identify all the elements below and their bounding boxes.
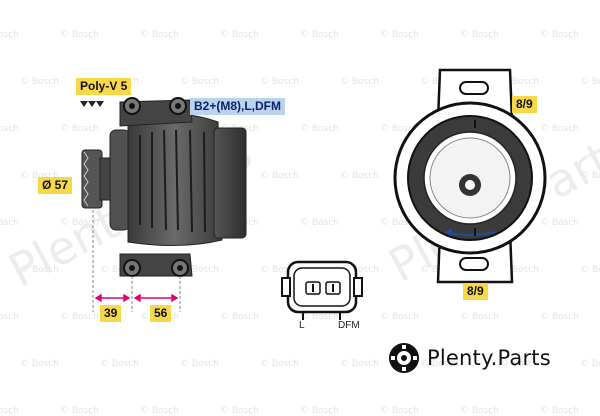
watermark-text: © Bosch (340, 77, 379, 87)
connector-plug (281, 260, 363, 320)
watermark-text: © Bosch (220, 30, 259, 40)
watermark-text: © Bosch (100, 265, 139, 275)
watermark-text: © Bosch (0, 124, 19, 134)
watermark-text: © Bosch (540, 218, 579, 228)
connection-label: B2+(M8),L,DFM (190, 98, 285, 115)
watermark-text: © Bosch (380, 218, 419, 228)
belt-symbol (80, 101, 104, 107)
watermark-text: © Bosch (300, 30, 339, 40)
watermark-text: © Bosch (300, 406, 339, 416)
watermark-text: © Bosch (460, 406, 499, 416)
watermark-text: © Bosch (540, 124, 579, 134)
watermark-text: © Bosch (260, 359, 299, 369)
brand-name: Plenty.Parts (427, 346, 551, 370)
watermark-text: © Bosch (580, 171, 600, 181)
watermark-text: © Bosch (580, 359, 600, 369)
watermark-text: © Bosch (60, 312, 99, 322)
watermark-text: © Bosch (340, 171, 379, 181)
alternator-side-view (81, 97, 247, 277)
front-housing (109, 129, 131, 231)
watermark-text: © Bosch (20, 171, 59, 181)
watermark-text: © Bosch (60, 124, 99, 134)
watermark-text: © Bosch (20, 265, 59, 275)
watermark-text: © Bosch (500, 265, 539, 275)
cooling-slots (139, 129, 206, 233)
angle-bottom-label: 8/9 (463, 283, 488, 300)
watermark-text: © Bosch (260, 77, 299, 87)
main-body (127, 113, 223, 247)
plug-pin-l-label: L (299, 320, 305, 331)
belt-label: Poly-V 5 (76, 78, 132, 95)
pulley (81, 149, 111, 209)
pulley-diameter-label: Ø 57 (38, 177, 73, 194)
watermark-text: © Bosch (20, 359, 59, 369)
watermark-text: © Bosch (140, 30, 179, 40)
plug-pin-dfm-label: DFM (338, 320, 360, 331)
watermark-text: © Bosch (60, 30, 99, 40)
watermark-text: © Bosch (340, 265, 379, 275)
watermark-text: © Bosch (420, 359, 459, 369)
watermark-text: © Bosch (180, 359, 219, 369)
watermark-text: © Bosch (20, 77, 59, 87)
watermark-text: © Bosch (180, 265, 219, 275)
watermark-text: © Bosch (500, 359, 539, 369)
watermark-text: © Bosch (0, 406, 19, 416)
dimension-56-label: 56 (150, 305, 172, 322)
watermark-text: © Bosch (0, 312, 19, 322)
alternator-front-view (393, 68, 547, 284)
alternator-diagram: © Bosch © Bosch © Bosch © Bosch © Bosch © Bos… (0, 30, 600, 416)
technical-drawing (80, 68, 547, 373)
watermark-text: © Bosch (380, 124, 419, 134)
watermark-text: © Bosch (60, 406, 99, 416)
watermark-text: © Bosch (100, 359, 139, 369)
brand-logo: Plenty.Parts (387, 343, 551, 373)
watermark-text: © Bosch (0, 30, 19, 40)
watermark-text: © Bosch (460, 30, 499, 40)
watermark-text: © Bosch (180, 77, 219, 87)
watermark-text: © Bosch (380, 30, 419, 40)
watermark-text: © Bosch (580, 265, 600, 275)
rear-cover (213, 127, 247, 239)
watermark-text: © Bosch (540, 312, 579, 322)
watermark-text: © Bosch (300, 218, 339, 228)
watermark-text: © Bosch (300, 124, 339, 134)
watermark-text: © Bosch (460, 312, 499, 322)
watermark-text: © Bosch (500, 77, 539, 87)
dimension-39-label: 39 (100, 305, 122, 322)
watermark-text: © Bosch (540, 406, 579, 416)
watermark-text: © Bosch (140, 406, 179, 416)
watermark-text: © Bosch (340, 359, 379, 369)
watermark-text: © Bosch (540, 30, 579, 40)
angle-top-label: 8/9 (512, 96, 537, 113)
watermark-text: © Bosch (260, 265, 299, 275)
watermark-text: © Bosch (380, 312, 419, 322)
watermark-text: © Bosch (300, 312, 339, 322)
watermark-text: © Bosch (220, 406, 259, 416)
watermark-text: © Bosch (0, 218, 19, 228)
plenty-logo-icon (389, 343, 419, 373)
watermark-text: © Bosch (380, 406, 419, 416)
watermark-text: © Bosch (220, 312, 259, 322)
watermark-text: © Bosch (60, 218, 99, 228)
watermark-text: © Bosch (260, 171, 299, 181)
dimension-lines (92, 210, 181, 312)
watermark-text: © Bosch (580, 77, 600, 87)
